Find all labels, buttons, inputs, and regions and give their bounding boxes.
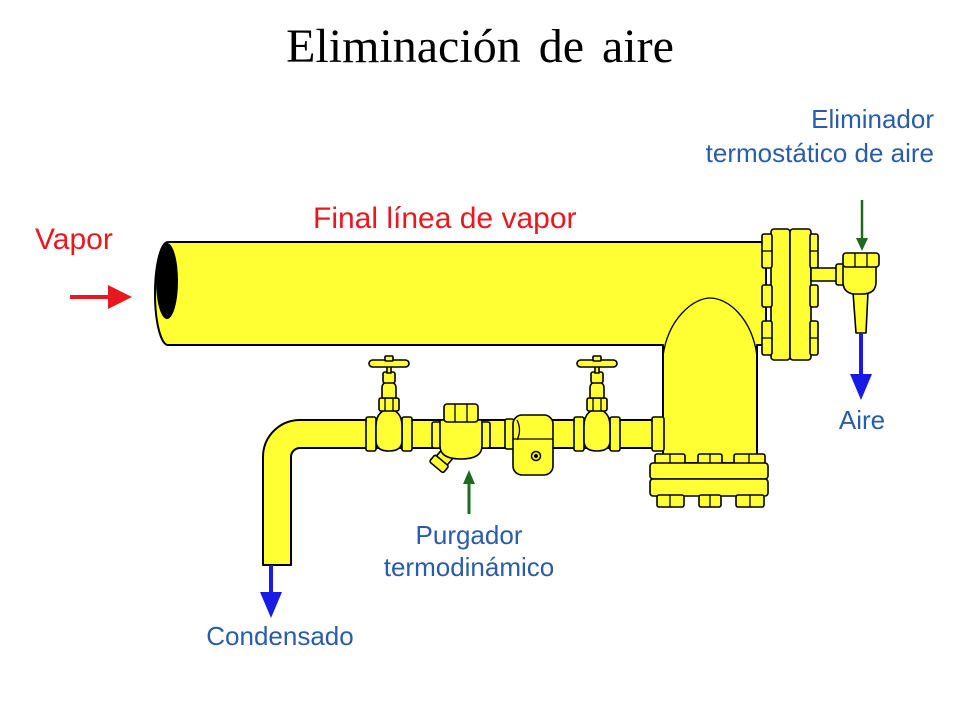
- valve-union-left: [573, 416, 585, 452]
- flange-plate-outer: [789, 228, 812, 361]
- pipe-end-flange: [761, 228, 819, 361]
- flange-bolt-nut: [761, 284, 773, 308]
- air-outlet-label: Aire: [839, 405, 885, 435]
- eliminator-tail: [852, 291, 869, 334]
- trap-cap: [443, 403, 479, 423]
- fitting-body: [512, 414, 554, 476]
- valve-bonnet: [381, 381, 397, 399]
- eliminator-pointer-arrow: [856, 200, 868, 251]
- flange-plate-inner: [770, 228, 791, 361]
- page-title: Eliminación de aire: [286, 20, 674, 73]
- steam-arrow-head: [108, 285, 132, 309]
- air-eliminator-label-line1: Eliminador: [811, 104, 934, 134]
- pipe-open-end: [156, 243, 178, 319]
- trap-label-line1: Purgador: [416, 520, 523, 550]
- main-steam-pipe: [154, 241, 767, 464]
- thermostatic-air-eliminator: [810, 252, 880, 334]
- air-eliminator-label-line2: termostático de aire: [706, 138, 934, 168]
- valve-handwheel-hub: [384, 355, 394, 362]
- line-end-label: Final línea de vapor: [313, 202, 577, 235]
- fitting-seam: [516, 419, 521, 441]
- condensate-arrow-head: [260, 592, 282, 618]
- strainer-cap: [429, 454, 449, 474]
- valve-body: [583, 408, 611, 452]
- inline-fitting: [504, 414, 554, 476]
- eliminator-cap: [842, 252, 880, 268]
- thermodynamic-steam-trap: [429, 403, 491, 474]
- tee-intersection-curve: [662, 297, 758, 357]
- condensate-flow-arrow: [260, 565, 282, 618]
- air-arrow-head: [850, 374, 872, 400]
- tee-bottom-flange: [649, 453, 769, 508]
- valve-union-left: [365, 416, 377, 452]
- steam-flow-arrow: [70, 285, 132, 309]
- isolation-valve-downstream: [573, 355, 621, 452]
- valve-body: [375, 408, 403, 452]
- air-flow-arrow: [850, 333, 872, 400]
- flange-plate-upper: [649, 462, 769, 480]
- condensate-label: Condensado: [206, 621, 353, 651]
- valve-bonnet: [589, 381, 605, 399]
- eliminator-body: [842, 265, 877, 295]
- flange-bolt-nut: [809, 284, 819, 308]
- pointer-head: [463, 470, 475, 484]
- valve-bonnet-nut: [586, 397, 608, 412]
- trap-label-line2: termodinámico: [384, 552, 555, 582]
- pointer-head: [856, 238, 868, 251]
- valve-union-right: [401, 416, 413, 452]
- trap-body: [439, 419, 483, 460]
- steam-inlet-label: Vapor: [35, 223, 113, 256]
- valve-union-right: [609, 416, 621, 452]
- flange-plate-lower: [649, 478, 769, 497]
- drain-plug-center: [534, 454, 538, 458]
- valve-bonnet-nut: [378, 397, 400, 412]
- isolation-valve-upstream: [365, 355, 413, 452]
- valve-handwheel-hub: [592, 355, 602, 362]
- trap-pointer-arrow: [463, 470, 475, 514]
- tee-socket: [651, 416, 665, 452]
